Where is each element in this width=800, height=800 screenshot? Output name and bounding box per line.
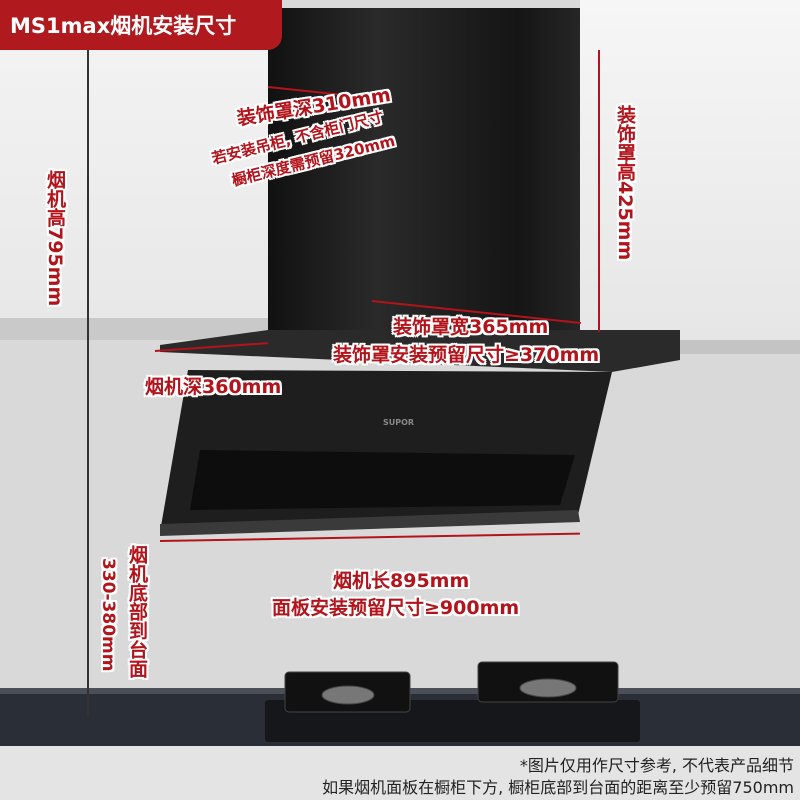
footer-strip xyxy=(0,746,800,800)
upper-cabinet-right xyxy=(580,0,800,340)
hood-depth-label: 烟机深360mm xyxy=(145,376,282,398)
hood-height-label: 烟机高795mm xyxy=(44,170,66,307)
chimney-cover xyxy=(268,8,580,338)
cover-width-label: 装饰罩宽365mm xyxy=(393,316,549,338)
burner-right xyxy=(477,661,619,703)
brand-logo: SUPOR xyxy=(383,418,415,427)
bottom-to-counter-value: 330-380mm xyxy=(98,558,118,672)
upper-cabinet-left xyxy=(0,0,275,318)
hood-top-plate xyxy=(160,330,680,372)
cover-height-label: 装饰罩高425mm xyxy=(614,105,636,261)
footer-note-1: *图片仅用作尺寸参考, 不代表产品细节 xyxy=(519,756,794,775)
title-banner: MS1max烟机安装尺寸 xyxy=(0,0,282,50)
cover-height-line xyxy=(598,50,600,332)
panel-reserve-label: 面板安装预留尺寸≥900mm xyxy=(272,597,520,619)
footer-note-2: 如果烟机面板在橱柜下方, 橱柜底部到台面的距离至少预留750mm xyxy=(322,778,794,797)
hood-opening xyxy=(190,450,575,510)
cover-reserve-label: 装饰罩安装预留尺寸≥370mm xyxy=(333,344,600,366)
hood-length-label: 烟机长895mm xyxy=(333,570,470,592)
hood-panel-edge xyxy=(160,510,580,536)
burner-left xyxy=(284,671,411,713)
hood-height-line xyxy=(87,48,89,716)
page-title: MS1max烟机安装尺寸 xyxy=(10,14,237,38)
bottom-to-counter-label: 烟机底部到台面 xyxy=(126,545,148,678)
cabinet-bottom-edge xyxy=(0,318,275,340)
